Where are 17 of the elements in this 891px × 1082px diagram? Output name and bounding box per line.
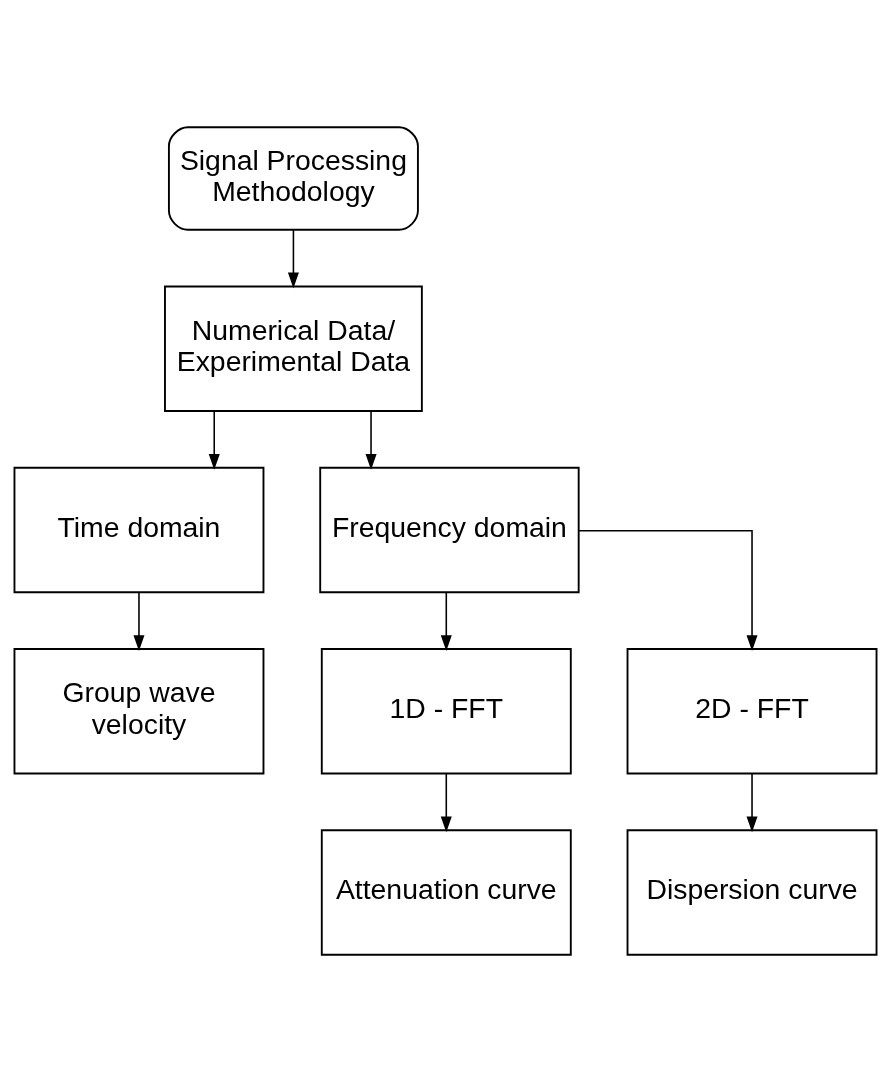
node-box: Dispersion curve bbox=[626, 829, 878, 956]
arrow bbox=[578, 529, 758, 651]
node-box: Attenuation curve bbox=[320, 829, 572, 956]
node-box: Group wave velocity bbox=[13, 648, 265, 775]
arrow bbox=[746, 772, 758, 833]
node-box: Time domain bbox=[13, 466, 265, 594]
arrow bbox=[440, 591, 452, 652]
arrow bbox=[133, 591, 145, 652]
node-box: 1D - FFT bbox=[320, 648, 572, 775]
node-box: Numerical Data/ Experimental Data bbox=[164, 285, 423, 412]
arrow bbox=[287, 229, 299, 289]
node-box: 2D - FFT bbox=[626, 648, 878, 775]
node-box: Signal Processing Methodology bbox=[167, 126, 419, 231]
arrow bbox=[365, 410, 377, 470]
arrow bbox=[208, 410, 220, 470]
node-box: Frequency domain bbox=[319, 466, 580, 594]
arrow bbox=[440, 772, 452, 833]
